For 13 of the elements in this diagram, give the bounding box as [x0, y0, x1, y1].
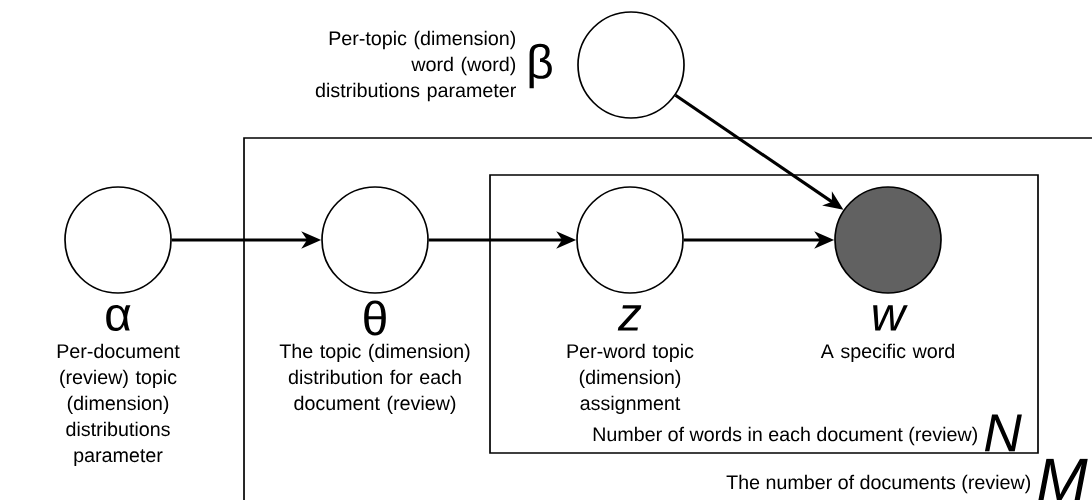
variable-caption: A specific word — [820, 343, 954, 362]
variable-symbol: w — [873, 305, 908, 331]
variable-symbol: θ — [364, 300, 386, 336]
variable-symbol: β — [529, 43, 552, 89]
variable-caption: Per-word topic (dimension) assignment — [567, 343, 694, 415]
plate-caption: Number of words in each document (review) — [593, 426, 977, 446]
plate-symbol: N — [984, 414, 1022, 452]
variable-caption: Per-document (review) topic (dimension) distributions parameter — [57, 343, 180, 467]
plate-caption: The number of documents (review) — [726, 474, 1031, 494]
variable-caption: The topic (dimension) distribution for each document (review) — [279, 343, 470, 415]
variable-symbol: α — [106, 304, 131, 332]
variable-symbol: z — [617, 305, 642, 331]
variable-caption: Per-topic (dimension) word (word) distributions parameter — [315, 30, 516, 102]
